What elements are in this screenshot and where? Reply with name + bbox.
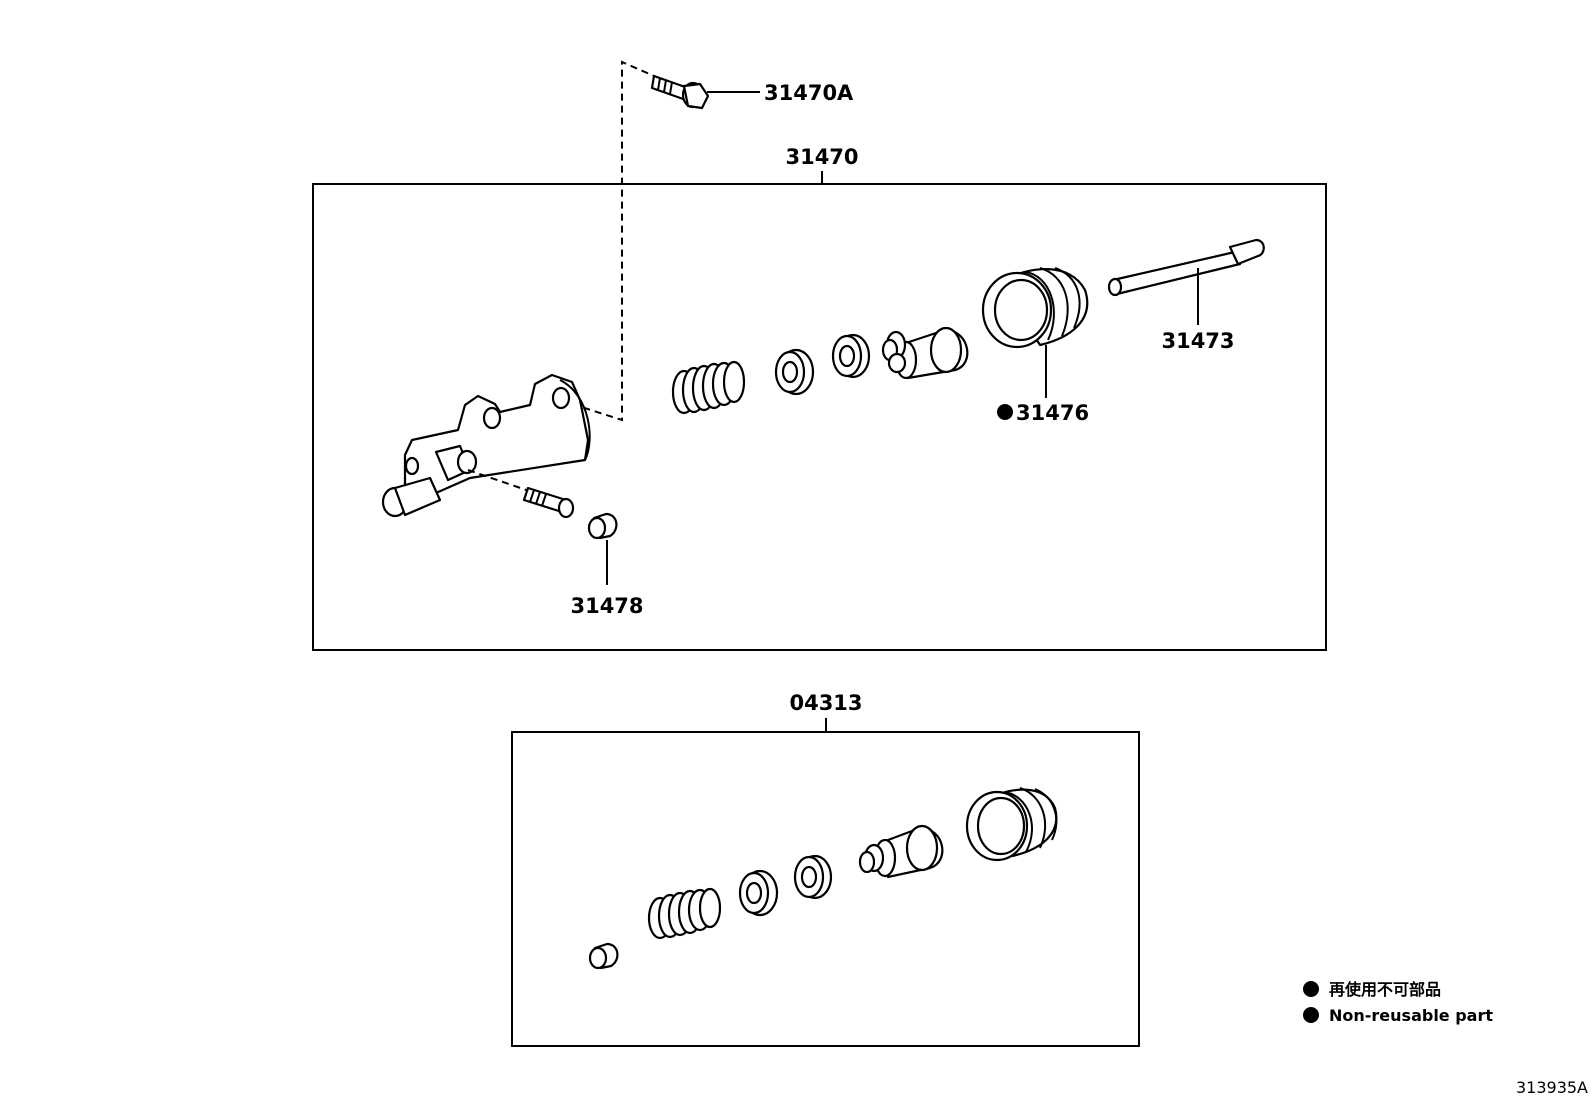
- bleeder-plug[interactable]: [522, 486, 575, 519]
- kit-boot[interactable]: [965, 787, 1058, 862]
- kit-bleeder-cap[interactable]: [588, 942, 619, 970]
- kit-spring[interactable]: [647, 887, 722, 940]
- legend-text-jp: 再使用不可部品: [1329, 980, 1441, 999]
- callout-31476[interactable]: 31476: [1016, 401, 1089, 425]
- callout-31470A[interactable]: 31470A: [764, 81, 854, 105]
- figure-reference: 313935A: [1516, 1078, 1588, 1097]
- callout-31473[interactable]: 31473: [1161, 329, 1234, 353]
- kit-piston[interactable]: [858, 824, 944, 879]
- callout-31470[interactable]: 31470: [785, 145, 858, 169]
- piston[interactable]: [881, 326, 969, 380]
- assembly-box-31470: [312, 183, 1327, 651]
- bleeder-cap-31478[interactable]: [587, 512, 618, 540]
- legend-text-en: Non-reusable part: [1329, 1006, 1493, 1025]
- boot-31476[interactable]: [981, 267, 1089, 349]
- piston-seal[interactable]: [831, 333, 871, 379]
- kit-cylinder-cup[interactable]: [738, 869, 779, 917]
- bolt-31470A[interactable]: [650, 74, 710, 110]
- bolt-dashed-leader: [571, 60, 671, 422]
- kit-piston-seal[interactable]: [793, 854, 833, 900]
- callout-31478[interactable]: 31478: [570, 594, 643, 618]
- legend-dot-jp: [1303, 981, 1319, 997]
- push-rod-31473[interactable]: [1107, 238, 1265, 297]
- legend-dot-en: [1303, 1007, 1319, 1023]
- cylinder-cup[interactable]: [774, 348, 815, 396]
- spring[interactable]: [671, 360, 746, 415]
- non-reusable-marker-31476: [997, 404, 1013, 420]
- clutch-release-cylinder-body[interactable]: [381, 373, 591, 518]
- callout-04313[interactable]: 04313: [789, 691, 862, 715]
